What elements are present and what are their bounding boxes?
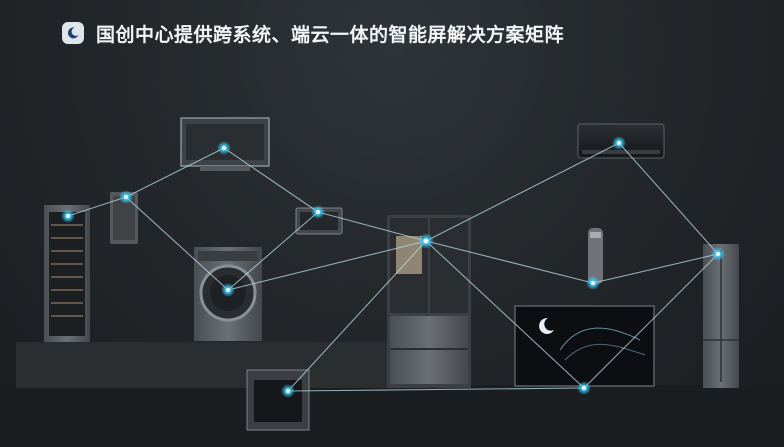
node-refrigerator (418, 233, 434, 249)
air-purifier (588, 228, 603, 284)
node-water-heater (119, 190, 133, 204)
node-wine-cabinet (61, 209, 75, 223)
node-air-purifier (586, 276, 600, 290)
slide-header: 国创中心提供跨系统、端云一体的智能屏解决方案矩阵 (62, 19, 564, 47)
crescent-moon-icon (67, 27, 79, 39)
node-smart-tv (577, 381, 591, 395)
smart-tv (514, 305, 655, 387)
node-smart-panel (311, 205, 325, 219)
network-nodes (61, 136, 725, 398)
wine-cabinet (44, 205, 90, 342)
refrigerator (387, 215, 471, 388)
node-upright-refrigerator (711, 247, 725, 261)
slide-title: 国创中心提供跨系统、端云一体的智能屏解决方案矩阵 (96, 23, 565, 46)
washing-machine (194, 247, 262, 341)
node-built-in-oven (281, 384, 295, 398)
node-air-conditioner (612, 136, 626, 150)
smart-panel (295, 207, 343, 235)
connection-network (67, 142, 719, 392)
floor (0, 385, 784, 447)
node-washing-machine (221, 283, 235, 297)
counter (16, 342, 388, 388)
title-badge (62, 22, 84, 44)
upright-refrigerator (703, 244, 739, 388)
water-heater (110, 192, 138, 244)
node-range-hood (217, 141, 231, 155)
